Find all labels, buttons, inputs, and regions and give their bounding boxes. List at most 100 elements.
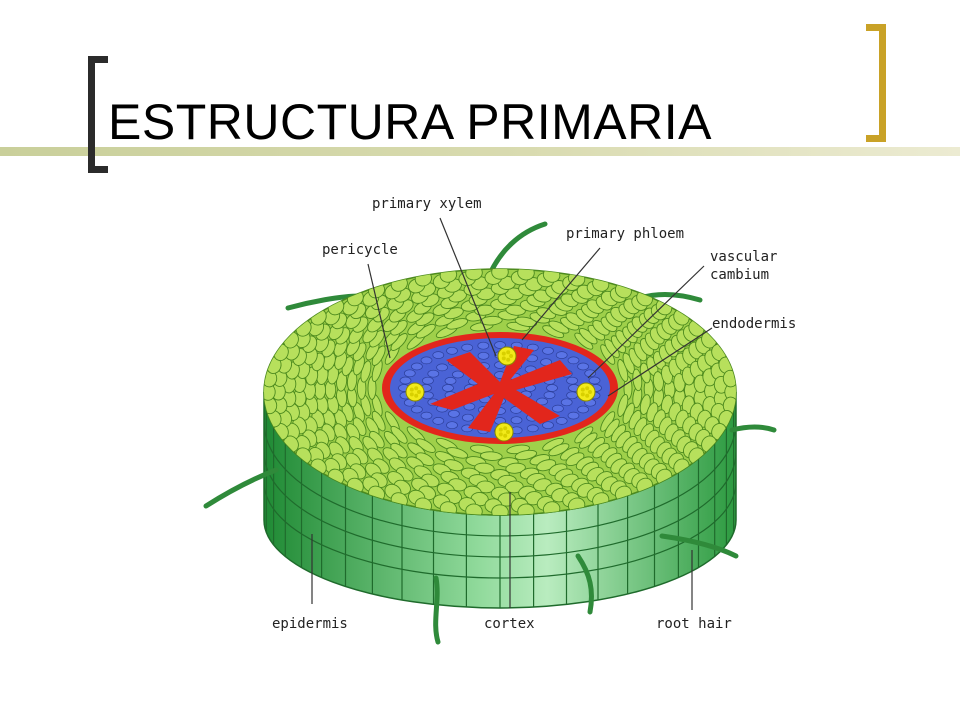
left-bracket-decoration <box>88 56 108 173</box>
stele-cell <box>422 376 434 385</box>
stele-cell <box>546 384 558 392</box>
phloem-cell <box>588 390 592 394</box>
stele-cell <box>567 356 580 365</box>
cortex-cell <box>446 447 469 459</box>
phloem-cell <box>409 392 414 397</box>
stele-cell <box>510 416 523 425</box>
stele-cell <box>552 404 564 413</box>
stele-cell <box>542 346 554 355</box>
cortex-cell <box>474 304 495 316</box>
cortex-cell <box>514 449 538 461</box>
stele-cell <box>448 409 460 418</box>
phloem-cell <box>509 354 513 358</box>
stele-cell <box>427 369 440 378</box>
cortex-cell <box>491 269 509 280</box>
cortex-cell <box>491 504 509 515</box>
stele-cell <box>444 377 457 385</box>
stele-cell <box>462 413 474 422</box>
stele-cell <box>399 376 412 385</box>
cortex-cell <box>479 451 503 461</box>
epidermis-cell-row <box>264 481 736 579</box>
phloem-cell <box>417 390 421 394</box>
stele-cell <box>411 405 423 414</box>
phloem-cluster <box>405 382 425 402</box>
slide-title: ESTRUCTURA PRIMARIA <box>108 94 713 150</box>
phloem-cell <box>498 432 503 437</box>
phloem-cell <box>414 393 419 398</box>
label-cambium: cambium <box>710 267 769 283</box>
cortex-cell <box>479 315 503 326</box>
stele-cell <box>543 391 556 399</box>
phloem-cell <box>501 351 506 356</box>
stele-cell <box>555 417 568 425</box>
cortex-cell <box>548 443 570 457</box>
stele-cell <box>566 391 578 400</box>
stele-cell <box>555 351 568 359</box>
stele-cell <box>403 369 416 378</box>
stele-cell <box>420 356 433 365</box>
right-bracket-decoration <box>866 24 886 142</box>
phloem-cell <box>506 430 510 434</box>
cortex-cell <box>446 318 469 330</box>
phloem-cluster <box>497 346 517 366</box>
cortex-cell <box>632 368 643 392</box>
stele-cell <box>477 341 490 350</box>
primary-phloem-clusters <box>405 346 596 442</box>
stele-cell <box>446 346 458 355</box>
stele-cell <box>432 417 445 425</box>
stele-cell <box>526 424 539 433</box>
stele-cell <box>588 376 601 385</box>
cortex-cell <box>548 320 570 334</box>
primary-xylem-cross <box>430 346 572 432</box>
phloem-cell <box>580 387 585 392</box>
label-primary-xylem: primary xylem <box>372 196 482 212</box>
cortex-cell <box>476 480 496 494</box>
stele-cell <box>420 411 433 420</box>
stele-cell <box>411 362 423 371</box>
leader-lines <box>311 217 713 610</box>
stele-cell <box>542 421 554 430</box>
stele-cell <box>477 351 490 360</box>
phloem-cell <box>585 393 590 398</box>
stele-cell <box>442 384 454 392</box>
stele-cell <box>577 405 589 414</box>
epidermis-cell-row <box>264 451 736 558</box>
phloem-cell <box>503 433 508 438</box>
epidermis-cell-row <box>264 421 736 537</box>
cortex-cell <box>474 462 495 474</box>
stele-cell <box>567 411 580 420</box>
stele-cell <box>461 343 474 352</box>
phloem-cell <box>506 350 511 355</box>
phloem-cell <box>580 392 585 397</box>
label-epidermis: epidermis <box>272 616 348 632</box>
phloem-cell <box>503 426 508 431</box>
phloem-cell <box>501 356 506 361</box>
phloem-cell <box>498 427 503 432</box>
stele-cell <box>436 363 448 372</box>
root-hairs-front <box>203 424 777 645</box>
title-underline-bar <box>0 147 960 156</box>
label-cortex: cortex <box>484 616 535 632</box>
label-endodermis: endodermis <box>712 316 796 332</box>
stele-cell <box>494 341 506 349</box>
stele-cell <box>536 397 548 406</box>
cortex-cell <box>505 462 526 474</box>
stele-cell <box>566 376 578 385</box>
label-root-hair: root hair <box>656 616 732 632</box>
label-primary-phloem: primary phloem <box>566 226 684 242</box>
cortex-cell <box>505 304 526 316</box>
stele-cell <box>584 369 597 378</box>
cortex-cell <box>514 316 538 327</box>
cortex-cell <box>504 480 524 494</box>
phloem-cluster <box>494 422 514 442</box>
phloem-cell <box>409 387 414 392</box>
phloem-cell <box>585 386 590 391</box>
stele-cell <box>560 398 573 407</box>
label-vascular: vascular <box>710 249 777 265</box>
phloem-cell <box>414 386 419 391</box>
stele-cell <box>432 351 445 359</box>
stele-cell <box>577 362 589 371</box>
stele-cell <box>446 421 458 430</box>
cortex-cell <box>617 394 629 417</box>
